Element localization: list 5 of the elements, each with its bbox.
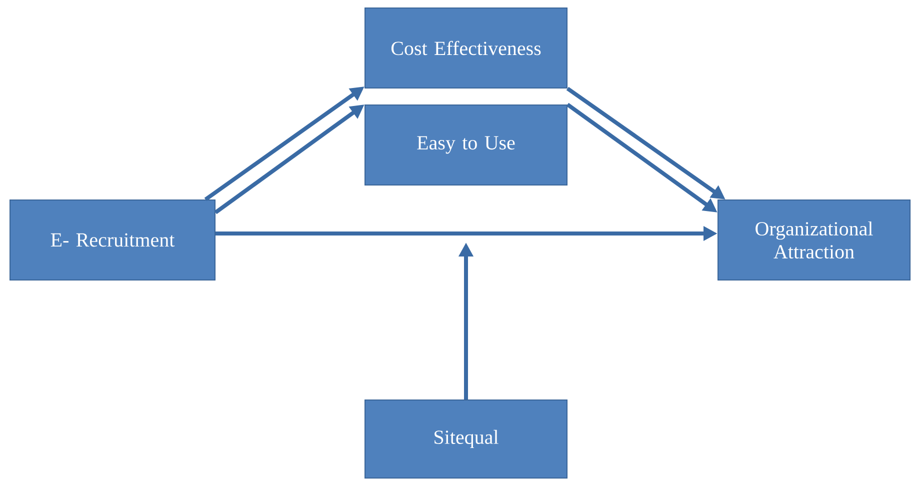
process-box: Organizational Attraction <box>718 200 910 280</box>
process-box: Easy to Use <box>364 104 568 186</box>
process-box: Cost Effectiveness <box>364 8 568 88</box>
process-box: E- Recruitment <box>10 200 216 280</box>
process-box: Sitequal <box>364 400 568 478</box>
